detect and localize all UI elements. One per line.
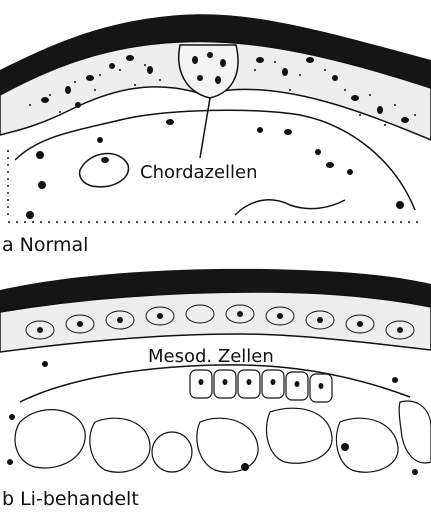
normal-section-drawing (0, 0, 431, 225)
pointer-line (200, 98, 210, 158)
caption-normal: a Normal (2, 234, 88, 256)
floor-line (235, 200, 345, 215)
mesoderm-cells (190, 370, 332, 402)
caption-li-treated: b Li-behandelt (2, 488, 139, 510)
li-treated-section-drawing (0, 262, 431, 487)
inner-membrane (15, 110, 415, 210)
chordazellen-label: Chordazellen (140, 162, 258, 183)
yolk-nuclei (7, 443, 418, 475)
mesod-zellen-label: Mesod. Zellen (148, 346, 274, 367)
panel-normal: Chordazellen (0, 0, 431, 225)
mesoderm-line (20, 365, 410, 402)
yolk-cells (15, 401, 431, 472)
panel-li-treated: Mesod. Zellen (0, 262, 431, 487)
